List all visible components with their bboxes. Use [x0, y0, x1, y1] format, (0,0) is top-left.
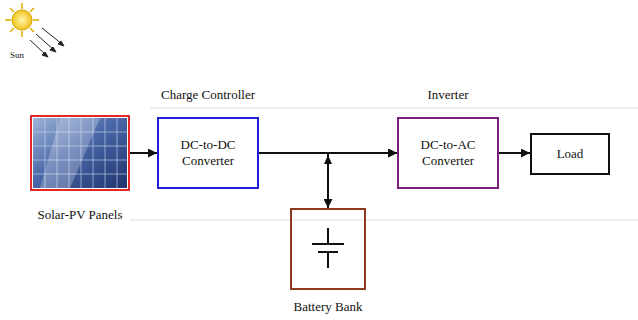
box-heading: Charge Controller — [161, 87, 255, 103]
process-box: Charge ControllerDC-to-DC Converter — [157, 117, 259, 189]
pv-panel-box: Solar-PV Panels — [30, 115, 130, 191]
rule-line — [130, 220, 638, 221]
process-box: InverterDC-to-AC Converter — [397, 117, 499, 189]
connector-arrow — [259, 153, 328, 208]
icon-label: Sun — [10, 50, 24, 60]
box-heading: Inverter — [427, 87, 468, 103]
connector-arrow — [130, 152, 157, 154]
box-label: DC-to-DC Converter — [159, 137, 257, 170]
box-heading: Solar-PV Panels — [37, 207, 122, 223]
connector-arrow — [328, 153, 397, 208]
pv-panel-picture — [33, 118, 127, 188]
rule-line — [150, 108, 638, 109]
box-label: Load — [557, 146, 584, 162]
sun-icon — [5, 3, 64, 57]
battery-symbol — [312, 228, 344, 268]
box-heading: Battery Bank — [294, 299, 363, 315]
load-box: Load — [530, 133, 610, 175]
connector-arrow — [499, 152, 530, 154]
battery-box: Battery Bank — [290, 208, 366, 290]
box-label: DC-to-AC Converter — [399, 137, 497, 170]
